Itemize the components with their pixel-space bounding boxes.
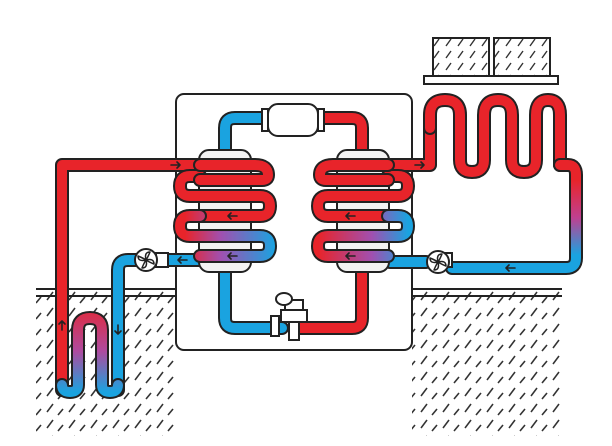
evaporator-coil-top [173,169,277,223]
refrigerant-discharge-pipe [315,111,369,157]
pump-fan-icon [426,250,450,274]
refrigerant-liquid-pipe [293,265,369,335]
refrigerant-return-pipe [218,265,289,335]
ground-loop-supply-pipe [55,158,207,397]
ground [36,288,562,436]
condenser-coil-inlet [313,158,395,187]
window-sill [423,75,559,85]
condenser-coil-mid [311,209,415,263]
house-window [423,37,559,85]
coil-fronts [173,158,415,263]
evaporator-coil-inlet [193,158,275,187]
radiator-supply-pipe [383,121,437,172]
window-pane-left [432,37,490,77]
refrigerant-suction-pipe [218,111,273,157]
right-pump [426,250,453,274]
expansion-valve-icon [270,292,308,341]
window-pane-right [493,37,551,77]
compressor-icon [261,103,325,137]
radiator-coil-pipe [423,93,567,179]
condenser-coil-top [311,169,415,223]
evaporator-coil-mid [173,209,277,263]
ground-loop-return-pipe [111,253,157,397]
radiator-return-pipe [445,158,583,275]
ground-right [412,290,562,436]
pump-fan-icon [134,248,158,272]
left-pump [134,248,169,272]
ground-u-loop-pipe [55,311,125,399]
